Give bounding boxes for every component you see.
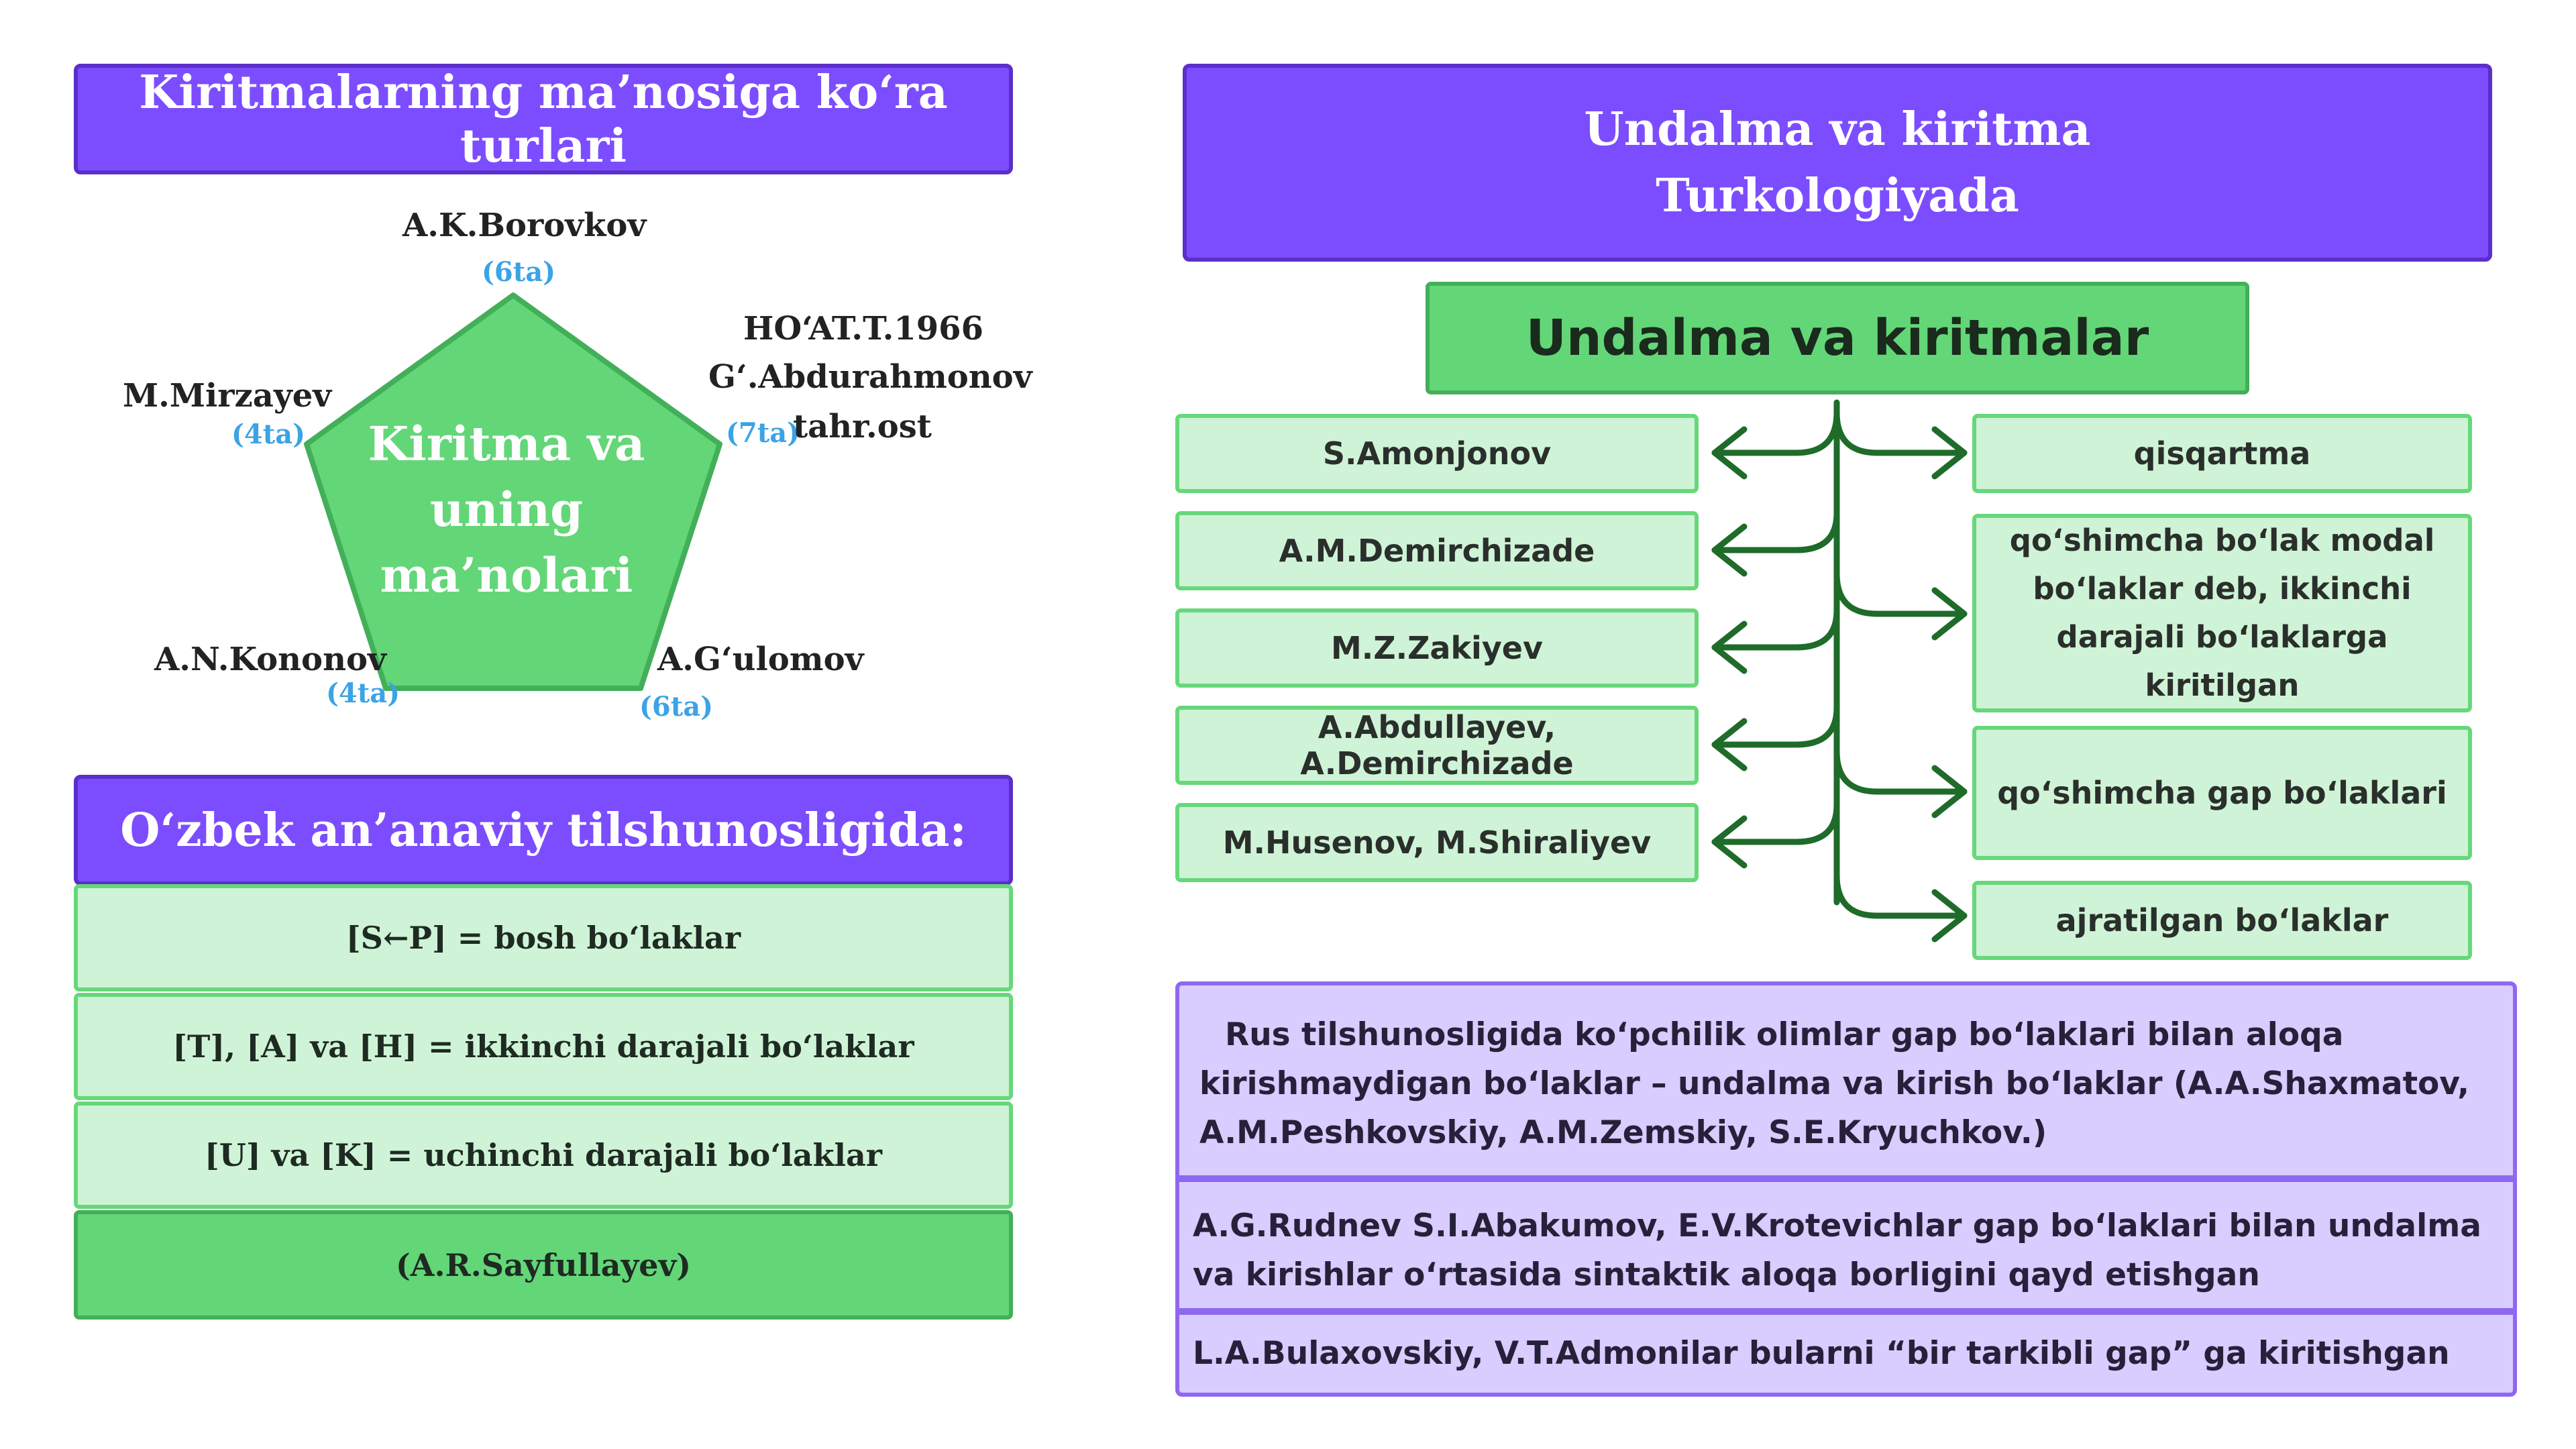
center-node-label: Undalma va kiritmalar xyxy=(1525,309,2149,367)
left-item-4: A.Abdullayev, A.Demirchizade xyxy=(1175,706,1699,785)
note-3: L.A.Bulaxovskiy, V.T.Admonilar bularni “… xyxy=(1175,1311,2517,1397)
classification-row-1-text: [S←P] = bosh bo‘laklar xyxy=(345,920,741,956)
right-item-4-text: ajratilgan bo‘laklar xyxy=(2055,902,2389,938)
right-item-3: qo‘shimcha gap bo‘laklari xyxy=(1972,726,2472,860)
classification-row-2-text: [T], [A] va [H] = ikkinchi darajali bo‘l… xyxy=(172,1028,914,1065)
count-left: (4ta) xyxy=(231,419,306,450)
center-node: Undalma va kiritmalar xyxy=(1426,282,2249,394)
right-item-4: ajratilgan bo‘laklar xyxy=(1972,881,2472,960)
right-item-1-text: qisqartma xyxy=(2133,435,2311,472)
pentagon-label-line-3: ma’nolari xyxy=(380,547,633,603)
connector-tree xyxy=(1711,399,1968,943)
left-item-2-text: A.M.Demirchizade xyxy=(1279,533,1595,569)
right-item-1: qisqartma xyxy=(1972,414,2472,493)
author-right-line-3: tahr.ost xyxy=(793,408,932,445)
right-item-3-text: qo‘shimcha gap bo‘laklari xyxy=(1997,775,2447,811)
right-title-line-1: Undalma va kiritma xyxy=(1584,102,2091,156)
count-bottom-right: (6ta) xyxy=(639,691,714,722)
right-item-2-text: qo‘shimcha bo‘lak modal bo‘laklar deb, i… xyxy=(2009,523,2435,703)
pentagon-label-line-1: Kiritma va xyxy=(368,416,645,472)
author-bottom-right: A.G‘ulomov xyxy=(657,641,864,678)
right-item-2: qo‘shimcha bo‘lak modal bo‘laklar deb, i… xyxy=(1972,514,2472,712)
right-title-line-2: Turkologiyada xyxy=(1656,168,2019,223)
source-text: (A.R.Sayfullayev) xyxy=(396,1246,691,1283)
author-right-line-1: HO‘AT.T.1966 xyxy=(743,310,983,347)
count-bottom-left: (4ta) xyxy=(326,678,400,709)
classification-row-3-text: [U] va [K] = uchinchi darajali bo‘laklar xyxy=(204,1137,882,1173)
author-right-line-2: G‘.Abdurahmonov xyxy=(708,358,1032,396)
left-item-5: M.Husenov, M.Shiraliyev xyxy=(1175,803,1699,882)
note-2-text: A.G.Rudnev S.I.Abakumov, E.V.Krotevichla… xyxy=(1193,1208,2481,1293)
left-title-text: Kiritmalarning ma’nosiga ko‘ra turlari xyxy=(139,65,948,173)
left-title: Kiritmalarning ma’nosiga ko‘ra turlari xyxy=(74,64,1013,174)
left-item-5-text: M.Husenov, M.Shiraliyev xyxy=(1222,824,1652,861)
author-left: M.Mirzayev xyxy=(123,377,332,415)
author-top: A.K.Borovkov xyxy=(402,207,647,244)
source-row: (A.R.Sayfullayev) xyxy=(74,1210,1013,1320)
pentagon xyxy=(304,292,722,691)
left-item-3-text: M.Z.Zakiyev xyxy=(1330,630,1543,666)
classification-row-2: [T], [A] va [H] = ikkinchi darajali bo‘l… xyxy=(74,993,1013,1100)
left-item-3: M.Z.Zakiyev xyxy=(1175,608,1699,688)
pentagon-label-line-2: uning xyxy=(429,482,584,537)
left-item-4-text: A.Abdullayev, A.Demirchizade xyxy=(1300,709,1574,782)
left-item-2: A.M.Demirchizade xyxy=(1175,511,1699,590)
pentagon-label: Kiritma va uning ma’nolari xyxy=(349,402,664,617)
section-title-text: O‘zbek an’anaviy tilshunosligida: xyxy=(120,803,967,857)
count-right: (7ta) xyxy=(726,417,800,449)
pentagon-shape xyxy=(304,292,722,691)
note-1-text: Rus tilshunosligida ko‘pchilik olimlar g… xyxy=(1199,1016,2469,1151)
classification-row-1: [S←P] = bosh bo‘laklar xyxy=(74,884,1013,991)
count-top: (6ta) xyxy=(482,256,556,288)
left-item-1-text: S.Amonjonov xyxy=(1322,435,1552,472)
right-title: Undalma va kiritma Turkologiyada xyxy=(1183,64,2492,262)
note-1: Rus tilshunosligida ko‘pchilik olimlar g… xyxy=(1175,981,2517,1179)
left-item-1: S.Amonjonov xyxy=(1175,414,1699,493)
note-2: A.G.Rudnev S.I.Abakumov, E.V.Krotevichla… xyxy=(1175,1178,2517,1312)
author-bottom-left: A.N.Kononov xyxy=(154,641,386,678)
classification-row-3: [U] va [K] = uchinchi darajali bo‘laklar xyxy=(74,1102,1013,1209)
note-3-text: L.A.Bulaxovskiy, V.T.Admonilar bularni “… xyxy=(1193,1334,2450,1372)
section-title: O‘zbek an’anaviy tilshunosligida: xyxy=(74,775,1013,885)
